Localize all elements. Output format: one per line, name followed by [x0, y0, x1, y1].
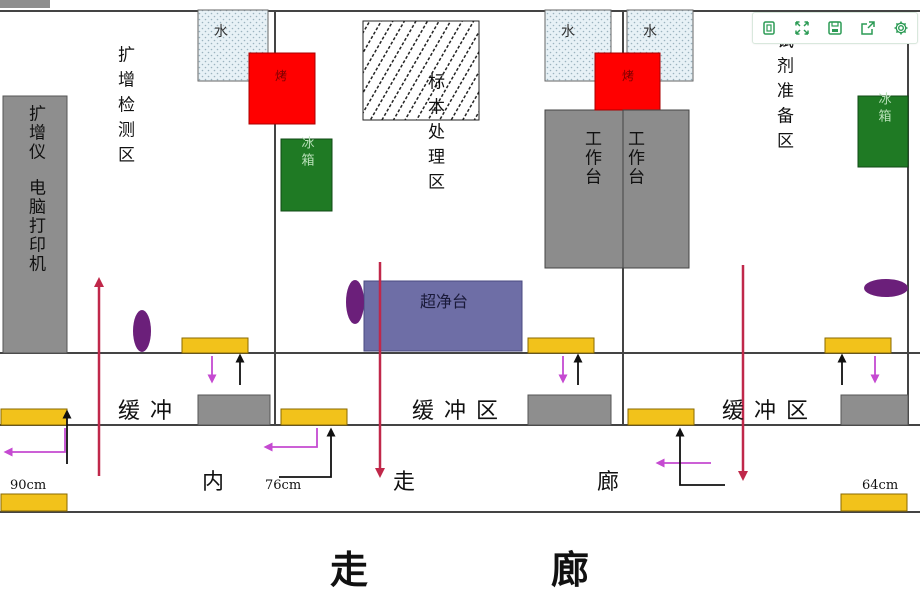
- oven-1-label: 烤: [275, 68, 287, 83]
- buffer-equipment: [197, 394, 909, 426]
- buffer-label-2: 缓冲区: [412, 399, 508, 424]
- save-button[interactable]: [824, 17, 846, 39]
- door-width-left: 90cm: [10, 478, 46, 493]
- copy-icon: [763, 21, 776, 35]
- oven-2-label: 烤: [622, 68, 634, 83]
- workbench-1-label: 工作台: [581, 130, 602, 187]
- buffer-label-3: 缓冲区: [722, 399, 818, 424]
- amplification-area-label: 扩增检测区: [114, 45, 135, 170]
- fridge-1: [280, 138, 333, 212]
- fridge-1-label: 冰箱: [299, 136, 315, 170]
- main-corridor-char-1: 走: [330, 547, 368, 592]
- top-left-fragment: [0, 0, 50, 8]
- black-arrow-6: [675, 427, 725, 486]
- door-width-right: 64cm: [862, 478, 898, 493]
- vent-2: [346, 280, 364, 324]
- pressure-arrows: [3, 353, 880, 486]
- buffer-equipment-1: [197, 394, 271, 426]
- door-corridor-left: [0, 493, 68, 512]
- door-buffer-2: [280, 408, 348, 426]
- fullscreen-button[interactable]: [791, 17, 813, 39]
- main-corridor-char-2: 廊: [551, 547, 589, 592]
- airflow-arrows: [94, 262, 748, 481]
- workbench-2: [622, 109, 690, 269]
- door-room-1: [181, 337, 249, 354]
- share-button[interactable]: [857, 17, 879, 39]
- save-icon: [828, 21, 842, 35]
- buffer-equipment-2: [527, 394, 612, 426]
- amplification-room: 扩增仪 电脑打印机 扩增检测区 水 烤 冰箱: [2, 9, 333, 354]
- door-room-3: [824, 337, 892, 354]
- vent-3: [864, 279, 908, 297]
- copy-button[interactable]: [758, 17, 780, 39]
- biosafety-cabinet-label: 超净台: [420, 292, 468, 311]
- computer-printer-label: 电脑打印机: [25, 178, 46, 273]
- share-icon: [861, 21, 875, 35]
- buffer-label-1: 缓冲: [118, 399, 182, 424]
- reagent-room: 水 烤 工作台 试剂准备区 冰箱: [594, 9, 909, 297]
- specimen-area-label: 标本处理区: [424, 72, 445, 197]
- vent-1: [133, 310, 151, 352]
- image-toolbar: [752, 12, 918, 44]
- fullscreen-icon: [795, 21, 809, 35]
- workbench-1: [544, 109, 624, 269]
- inner-corridor-char-2: 走: [393, 470, 415, 495]
- amplifier-block: [2, 95, 68, 354]
- black-arrow-5: [279, 427, 336, 478]
- buffer-equipment-3: [840, 394, 909, 426]
- fridge-2-label: 冰箱: [876, 92, 892, 126]
- settings-button[interactable]: [890, 17, 912, 39]
- doors: [0, 337, 908, 512]
- biosafety-cabinet: [363, 280, 523, 352]
- water-bath-1-label: 水: [214, 24, 228, 40]
- water-bath-2-label: 水: [561, 24, 575, 40]
- pink-arrow-5: [263, 428, 318, 452]
- pink-arrow-4: [3, 428, 66, 457]
- door-buffer-1: [0, 408, 68, 426]
- hatched-equipment: [362, 20, 480, 121]
- oven-1: [248, 52, 316, 125]
- workbench-2-label: 工作台: [624, 130, 645, 187]
- specimen-room: 标本处理区 超净台 水 工作台: [346, 9, 624, 352]
- water-bath-3-label: 水: [643, 24, 657, 40]
- fridge-2: [857, 95, 909, 168]
- inner-corridor-char-1: 内: [202, 470, 224, 495]
- inner-corridor-char-3: 廊: [597, 470, 619, 495]
- door-room-2: [527, 337, 595, 354]
- amplifier-label: 扩增仪: [25, 104, 46, 161]
- oven-2: [594, 52, 661, 111]
- reagent-area-label: 试剂准备区: [773, 31, 794, 156]
- settings-icon: [894, 21, 908, 35]
- door-width-middle: 76cm: [265, 478, 301, 493]
- door-corridor-right: [840, 493, 908, 512]
- door-buffer-3: [627, 408, 695, 426]
